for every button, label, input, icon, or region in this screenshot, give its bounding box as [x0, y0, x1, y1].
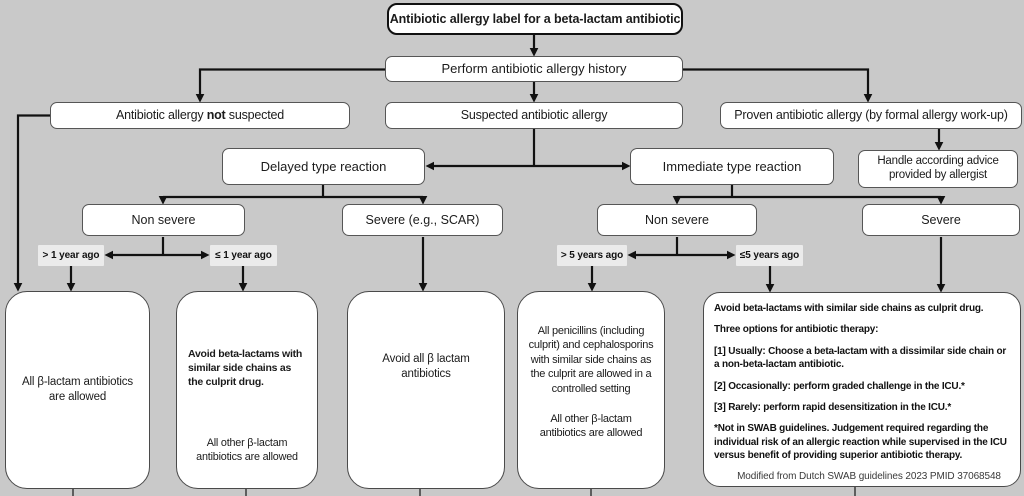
- label-le-5-years: ≤5 years ago: [736, 245, 803, 266]
- outcome-controlled-setting: All penicillins (including culprit) and …: [517, 291, 665, 489]
- avoid-similar-main-text: Avoid beta-lactams with similar side cha…: [188, 348, 303, 388]
- node-proven: Proven antibiotic allergy (by formal all…: [720, 102, 1022, 129]
- controlled-secondary-text: All other β-lactam antibiotics are allow…: [539, 413, 643, 440]
- outcome-avoid-all-text: Avoid all β lactam antibiotics: [382, 353, 470, 380]
- controlled-main-text: All penicillins (including culprit) and …: [528, 325, 654, 395]
- node-immediate-reaction: Immediate type reaction: [630, 148, 834, 185]
- severe-imm-paragraph-1: Avoid beta-lactams with similar side cha…: [714, 303, 984, 314]
- outcome-avoid-all-beta-lactams: Avoid all β lactam antibiotics: [347, 291, 505, 489]
- gt-5-years-text: > 5 years ago: [560, 250, 624, 261]
- node-delayed-severe: Severe (e.g., SCAR): [342, 204, 503, 236]
- node-delayed-label: Delayed type reaction: [260, 158, 387, 174]
- immediate-non-severe-label: Non severe: [645, 212, 709, 227]
- severe-imm-paragraph-4: [2] Occasionally: perform graded challen…: [714, 380, 965, 392]
- outcome-all-allowed-text: All β-lactam antibiotics are allowed: [21, 376, 134, 403]
- node-delayed-reaction: Delayed type reaction: [222, 148, 425, 185]
- severe-imm-paragraph-5: [3] Rarely: perform rapid desensitizatio…: [714, 401, 952, 413]
- outcome-avoid-similar-side-chains: Avoid beta-lactams with similar side cha…: [176, 291, 318, 489]
- severe-imm-paragraph-2: Three options for antibiotic therapy:: [714, 324, 879, 336]
- node-root-label: Antibiotic allergy label for a beta-lact…: [389, 11, 681, 26]
- node-perform-history: Perform antibiotic allergy history: [385, 56, 683, 82]
- node-perform-history-label: Perform antibiotic allergy history: [441, 61, 627, 77]
- node-root: Antibiotic allergy label for a beta-lact…: [387, 3, 683, 35]
- not-suspected-prefix: Antibiotic allergy: [115, 108, 207, 123]
- avoid-similar-secondary-text: All other β-lactam antibiotics are allow…: [196, 436, 298, 463]
- immediate-severe-label: Severe: [921, 212, 961, 227]
- node-suspected-label: Suspected antibiotic allergy: [460, 108, 608, 123]
- le-5-years-text: ≤5 years ago: [739, 250, 800, 261]
- gt-1-year-text: > 1 year ago: [42, 250, 100, 261]
- node-handle-allergist: Handle according advice provided by alle…: [858, 150, 1018, 188]
- node-handle-allergist-label: Handle according advice provided by alle…: [877, 155, 999, 181]
- severe-imm-paragraph-3: [1] Usually: Choose a beta-lactam with a…: [714, 345, 1007, 371]
- outcome-severe-immediate: Avoid beta-lactams with similar side cha…: [703, 292, 1021, 487]
- le-1-year-text: ≤ 1 year ago: [215, 250, 272, 261]
- node-delayed-non-severe: Non severe: [82, 204, 245, 236]
- label-le-1-year: ≤ 1 year ago: [210, 245, 277, 266]
- label-gt-5-years: > 5 years ago: [557, 245, 627, 266]
- outcome-all-allowed: All β-lactam antibiotics are allowed: [5, 291, 150, 489]
- node-proven-label: Proven antibiotic allergy (by formal all…: [734, 108, 1008, 123]
- source-note: Modified from Dutch SWAB guidelines 2023…: [737, 470, 1001, 482]
- node-not-suspected: Antibiotic allergy not suspected: [50, 102, 350, 129]
- not-suspected-bold: not: [206, 108, 226, 123]
- delayed-non-severe-label: Non severe: [131, 212, 196, 227]
- node-suspected: Suspected antibiotic allergy: [385, 102, 683, 129]
- node-immediate-label: Immediate type reaction: [662, 158, 802, 174]
- label-gt-1-year: > 1 year ago: [38, 245, 104, 266]
- node-not-suspected-label: Antibiotic allergy not suspected: [116, 108, 284, 123]
- not-suspected-suffix: suspected: [225, 108, 284, 123]
- delayed-severe-label: Severe (e.g., SCAR): [365, 212, 480, 227]
- severe-imm-footnote: *Not in SWAB guidelines. Judgement requi…: [714, 423, 1007, 462]
- node-immediate-non-severe: Non severe: [597, 204, 757, 236]
- node-immediate-severe: Severe: [862, 204, 1020, 236]
